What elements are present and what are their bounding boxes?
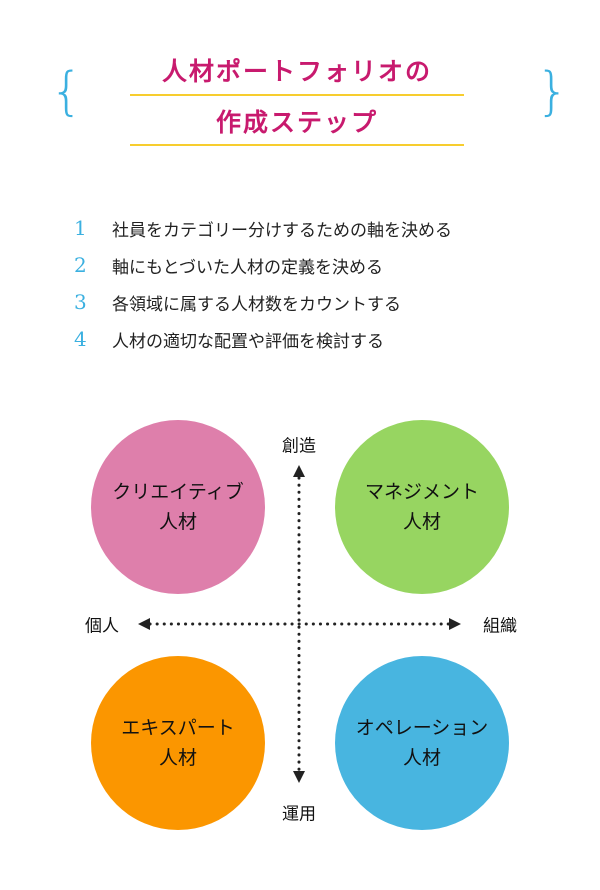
arrow-right-icon	[449, 618, 461, 630]
quadrant-expert: エキスパート人材	[91, 656, 265, 830]
quadrant-label: 人材	[158, 511, 197, 533]
title-line-2: 作成ステップ	[215, 108, 378, 137]
step-item: 4 人材の適切な配置や評価を検討する	[74, 327, 384, 352]
step-text: 軸にもとづいた人材の定義を決める	[112, 257, 383, 278]
step-text: 各領域に属する人材数をカウントする	[112, 294, 401, 315]
step-item: 1 社員をカテゴリー分けするための軸を決める	[74, 216, 452, 241]
axis-label-top: 創造	[282, 436, 316, 457]
quadrant-label: クリエイティブ	[112, 481, 244, 503]
quadrant-label: 人材	[402, 747, 441, 769]
quadrant-management: マネジメント人材	[335, 420, 509, 594]
step-number: 4	[74, 327, 87, 351]
quadrant-operation: オペレーション人材	[335, 656, 509, 830]
quadrant-label: 人材	[158, 747, 197, 769]
axis-label-bottom: 運用	[282, 804, 316, 825]
arrow-down-icon	[293, 771, 305, 783]
title-underline-1	[130, 94, 464, 96]
left-brace-decoration: {	[50, 62, 84, 122]
axis-label-left: 個人	[85, 616, 119, 637]
axis-label-right: 組織	[483, 616, 517, 637]
quadrant-label: 人材	[402, 511, 441, 533]
right-brace-decoration: }	[536, 62, 570, 122]
step-number: 3	[74, 290, 87, 314]
title-underline-2	[130, 144, 464, 146]
step-item: 3 各領域に属する人材数をカウントする	[74, 290, 401, 315]
quadrant-label: マネジメント	[364, 481, 479, 503]
arrow-left-icon	[138, 618, 150, 630]
step-number: 1	[74, 216, 87, 240]
step-text: 人材の適切な配置や評価を検討する	[112, 331, 384, 352]
step-number: 2	[74, 253, 87, 277]
title-line-1: 人材ポートフォリオの	[161, 57, 432, 86]
arrow-up-icon	[293, 465, 305, 477]
quadrant-label: オペレーション	[355, 717, 489, 739]
step-text: 社員をカテゴリー分けするための軸を決める	[112, 220, 452, 241]
quadrant-label: エキスパート	[121, 717, 235, 739]
quadrant-creative: クリエイティブ人材	[91, 420, 265, 594]
step-item: 2 軸にもとづいた人材の定義を決める	[74, 253, 383, 278]
